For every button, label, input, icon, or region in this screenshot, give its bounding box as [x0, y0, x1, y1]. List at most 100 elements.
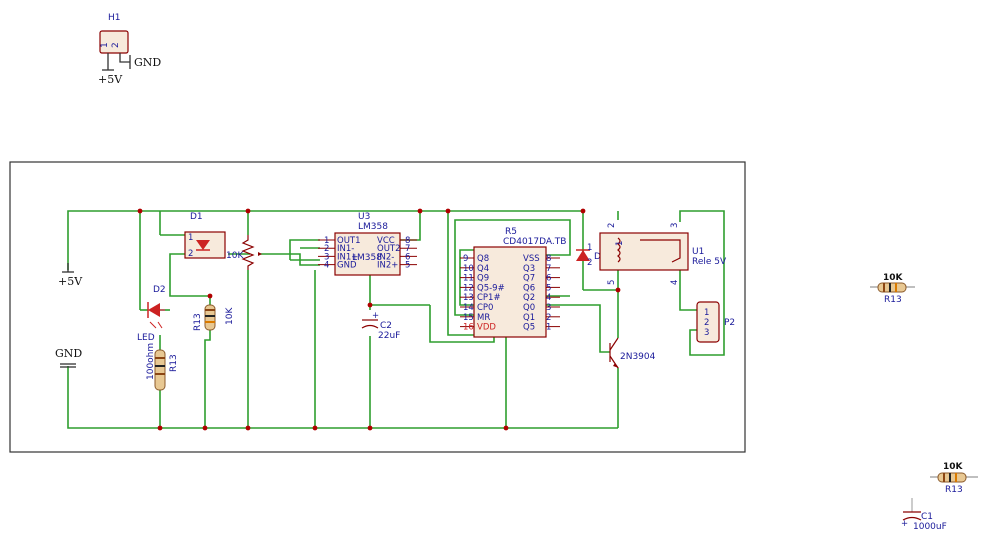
- pin-name: Q5-9#: [477, 283, 505, 293]
- u1-pin2: 2: [607, 223, 617, 228]
- potentiometer[interactable]: 10K: [226, 235, 262, 270]
- svg-text:+: +: [372, 311, 379, 321]
- h1-connector[interactable]: H1 1 2 +5V GND: [98, 13, 161, 86]
- loose2-ref: R13: [945, 485, 963, 495]
- pin-name: IN2+: [377, 261, 398, 271]
- d2-ref: D2: [153, 285, 166, 295]
- pin-name: VSS: [523, 254, 540, 264]
- loose1-value: 10K: [883, 273, 904, 283]
- u3-value: LM358: [358, 222, 388, 232]
- d2-value: LED: [137, 333, 155, 343]
- pin-number: 15: [463, 313, 474, 323]
- c2-capacitor[interactable]: + C2 22uF: [361, 311, 400, 341]
- pin-number: 8: [546, 254, 551, 264]
- h1-vcc-label: +5V: [98, 73, 123, 86]
- pin-number: 9: [463, 254, 468, 264]
- pin-name: OUT1: [337, 236, 361, 246]
- r5-ref: R5: [505, 227, 517, 237]
- pin-name: VCC: [377, 236, 395, 246]
- pin-name: CP0: [477, 303, 493, 313]
- pin-number: 5: [546, 283, 551, 293]
- u1-pin5: 5: [607, 280, 617, 285]
- pin-name: Q5: [523, 323, 535, 333]
- loose-resistor-2[interactable]: 10K R13: [930, 462, 978, 495]
- pin-name: Q7: [523, 274, 535, 284]
- c1-ref: C1: [921, 512, 933, 522]
- svg-text:+: +: [901, 519, 908, 529]
- pin-name: VDD: [477, 323, 496, 333]
- gnd-symbol: GND: [55, 347, 82, 368]
- q-2n3904-transistor[interactable]: 2N3904: [609, 337, 656, 369]
- r5-value: CD4017DA.TB: [503, 237, 566, 247]
- u3-ref: U3: [358, 212, 370, 222]
- pin-number: 2: [546, 313, 551, 323]
- pin-name: GND: [337, 261, 357, 271]
- h1-gnd-label: GND: [134, 56, 161, 69]
- h1-pin2: 2: [111, 42, 121, 48]
- pin-name: IN2-: [377, 252, 394, 262]
- u1-value: Rele 5V: [692, 257, 727, 267]
- r13a-value: 10K: [225, 307, 235, 325]
- vcc-symbol: +5V: [58, 263, 83, 288]
- pin-number: 7: [405, 244, 410, 254]
- d4-pin1: 1: [587, 243, 592, 253]
- loose1-ref: R13: [884, 295, 902, 305]
- pin-name: Q4: [477, 264, 489, 274]
- pin-number: 8: [405, 236, 410, 246]
- pin-name: MR: [477, 313, 490, 323]
- r13-resistor-10k[interactable]: R13 10K: [193, 304, 235, 331]
- u1-pin3: 3: [670, 223, 680, 228]
- p2-connector[interactable]: 1 2 3 P2: [696, 301, 735, 343]
- p2-pin2: 2: [704, 318, 709, 328]
- pin-name: Q3: [523, 264, 535, 274]
- u1-ref: U1: [692, 247, 704, 257]
- d2-led[interactable]: D2 LED: [137, 285, 166, 343]
- r13b-value: 100ohm: [146, 343, 156, 380]
- pin-number: 14: [463, 303, 474, 313]
- h1-ref: H1: [108, 13, 121, 23]
- loose-resistor-1[interactable]: 10K R13: [870, 273, 915, 305]
- c1-capacitor[interactable]: + C1 1000uF: [901, 498, 947, 532]
- d4-pin2: 2: [587, 258, 592, 268]
- pin-number: 1: [546, 323, 551, 333]
- vcc-label: +5V: [58, 275, 83, 288]
- pin-name: Q1: [523, 313, 535, 323]
- pin-number: 16: [463, 323, 474, 333]
- pin-number: 3: [546, 303, 551, 313]
- pin-name: Q0: [523, 303, 535, 313]
- q-value: 2N3904: [620, 352, 656, 362]
- d1-ref: D1: [190, 212, 203, 222]
- pin-number: 4: [546, 293, 551, 303]
- pin-name: CP1#: [477, 293, 501, 303]
- pin-number: 4: [324, 261, 329, 271]
- c2-ref: C2: [380, 321, 392, 331]
- pin-number: 6: [405, 252, 410, 262]
- r13b-ref: R13: [169, 354, 179, 372]
- u1-pin4: 4: [670, 280, 680, 285]
- loose2-value: 10K: [943, 462, 964, 472]
- pin-number: 12: [463, 283, 474, 293]
- d1-photointerrupter[interactable]: D1 1 2: [184, 212, 226, 259]
- u1-relay[interactable]: 2 3 5 4 1 U1 Rele 5V: [599, 223, 727, 285]
- pin-number: 3: [324, 252, 329, 262]
- c1-value: 1000uF: [913, 522, 947, 532]
- pin-number: 6: [546, 274, 551, 284]
- pin-name: IN1-: [337, 244, 354, 254]
- pin-name: Q9: [477, 274, 489, 284]
- wires: [67, 210, 725, 429]
- pin-number: 1: [324, 236, 329, 246]
- u3-center-label: LM358: [352, 253, 382, 263]
- p2-pin3: 3: [704, 328, 709, 338]
- pin-number: 5: [405, 261, 410, 271]
- h1-pin1: 1: [100, 42, 110, 48]
- sheet-frame: [9, 161, 746, 453]
- pin-number: 13: [463, 293, 474, 303]
- r13-resistor-100ohm[interactable]: 100ohm R13: [146, 343, 179, 391]
